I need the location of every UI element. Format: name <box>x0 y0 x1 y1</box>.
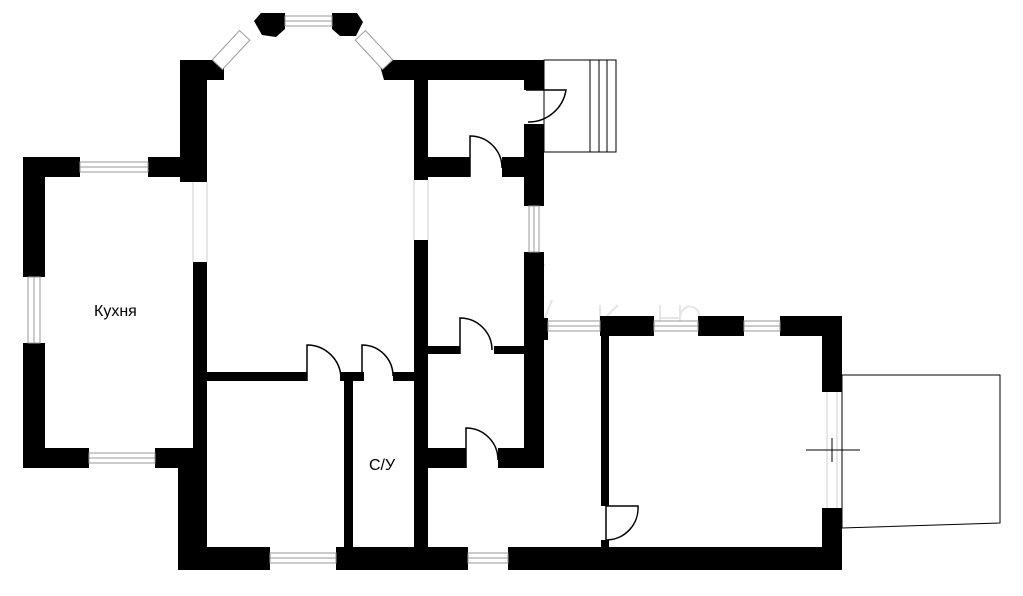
room-label-wc: С/У <box>369 457 396 474</box>
canopy-outline <box>841 374 1001 529</box>
wall-spine-left <box>414 60 428 180</box>
wall-spine-lower <box>414 240 428 570</box>
wall-wc-top-right <box>393 372 414 381</box>
kitchen-wall-bottom-left <box>23 448 89 468</box>
kitchen-wall-left-top <box>23 157 45 277</box>
door-bedroom <box>306 344 342 381</box>
doors <box>306 89 639 541</box>
wall-bottom-right <box>508 547 842 570</box>
wall-bottom-mid <box>336 547 468 570</box>
hall-wall-right <box>524 252 544 467</box>
windows <box>27 15 781 564</box>
wall-kitchen-living <box>193 262 207 462</box>
wall-bottom-left <box>178 547 270 570</box>
door-wc <box>361 344 394 381</box>
garage-wall-inner-stub <box>601 540 609 550</box>
garage-wall-top-a <box>600 316 654 336</box>
wall-wc-left <box>344 372 353 548</box>
wall-bedroom-top <box>207 372 307 381</box>
bay-pillar-right <box>332 13 363 36</box>
vestibule-wall-bottom-left <box>428 157 470 177</box>
hall-wall-right-lower <box>524 318 548 340</box>
door-corridor-mid <box>459 317 493 354</box>
window-bay-right <box>354 29 394 71</box>
garage-wall-right-bottom <box>822 508 842 570</box>
door-vestibule <box>469 135 503 177</box>
door-corridor-low <box>465 427 499 468</box>
living-wall-top-right <box>384 60 544 80</box>
porch-stairs <box>543 59 617 153</box>
corridor-wall-low-right <box>498 448 544 468</box>
window-bay-left <box>211 29 251 71</box>
room-label-kitchen: Кухня <box>94 303 137 320</box>
garage-wall-inner-left <box>601 336 609 506</box>
vestibule-wall-right-top <box>524 60 544 90</box>
living-wall-left <box>180 60 207 182</box>
vestibule-wall-bottom-right <box>502 157 544 177</box>
living-wall-top-left <box>180 60 224 80</box>
garage-gate <box>806 438 860 462</box>
bay-pillar-left <box>254 13 285 37</box>
corridor-wall-mid-right <box>494 346 530 354</box>
door-entrance <box>526 89 567 123</box>
garage-wall-right-top <box>822 316 842 392</box>
door-garage <box>605 505 639 541</box>
corridor-wall-low-left <box>428 448 466 468</box>
kitchen-wall-left-bottom <box>23 343 45 468</box>
walls <box>23 13 842 570</box>
corridor-wall-mid <box>428 346 460 354</box>
garage-wall-top-b <box>698 316 744 336</box>
